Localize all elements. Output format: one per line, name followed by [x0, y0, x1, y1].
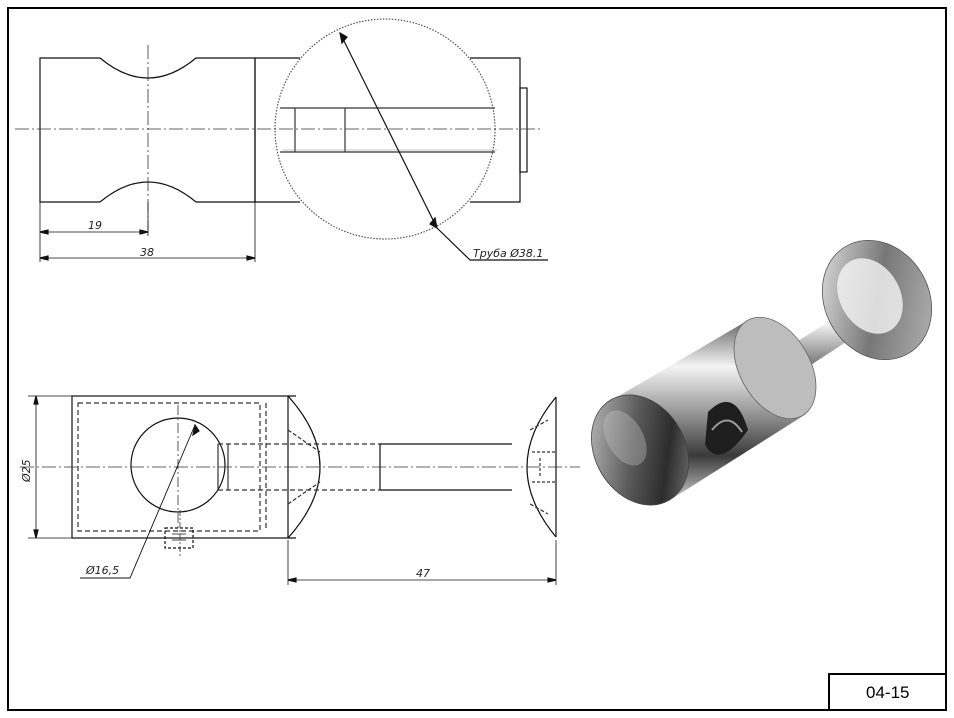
front-view — [20, 395, 580, 585]
title-block — [828, 673, 947, 711]
set-screw — [164, 527, 194, 549]
dim-47: 47 — [416, 567, 430, 580]
dim-38: 38 — [140, 246, 154, 259]
dim-dia-25: Ø25 — [20, 459, 33, 483]
top-view — [15, 18, 548, 262]
sheet-frame — [7, 7, 947, 711]
top-view-right-block — [254, 57, 300, 203]
drawing-number: 04-15 — [866, 683, 909, 702]
dim-tube-diameter: Труба Ø38.1 — [473, 247, 543, 260]
dim-dia-16-5: Ø16,5 — [85, 564, 119, 577]
product-render — [591, 239, 933, 506]
dim-19: 19 — [88, 219, 102, 232]
top-view-block — [39, 57, 256, 203]
